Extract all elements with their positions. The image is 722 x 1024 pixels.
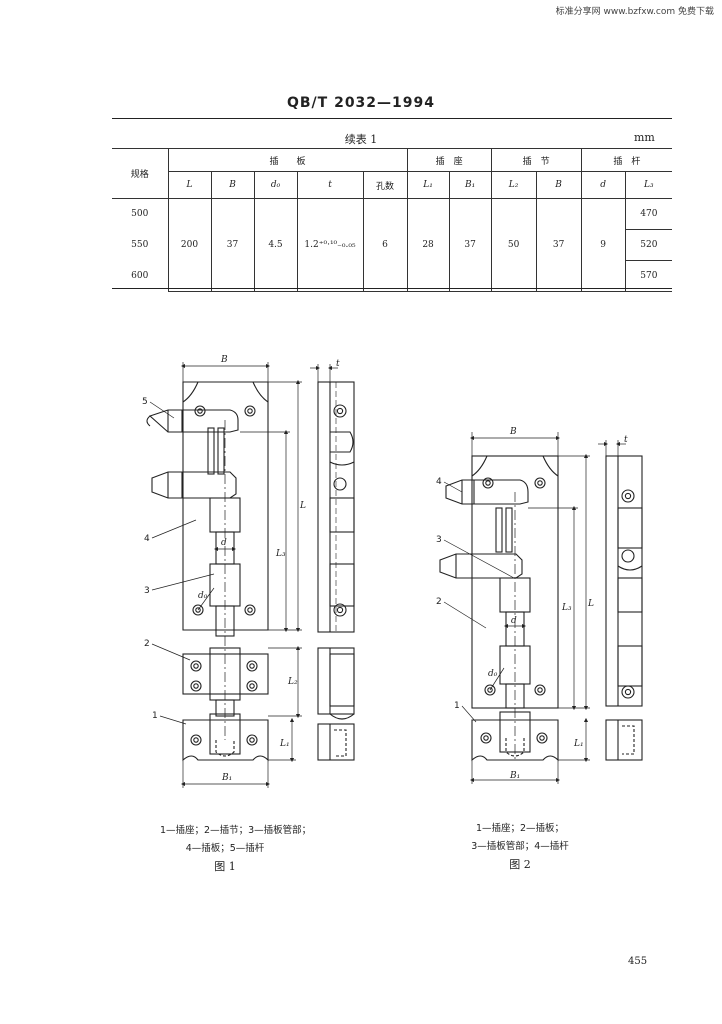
row-L3: 520 bbox=[624, 229, 673, 261]
col-t: t bbox=[296, 171, 364, 199]
fig2-dim-d: d bbox=[511, 616, 517, 626]
cell-B: 37 bbox=[210, 198, 255, 292]
figure1-front-view bbox=[146, 381, 269, 762]
spec-table: 规格 插 板 插 座 插 节 插 杆 L B d₀ t 孔数 L₁ B₁ L₂ … bbox=[112, 148, 673, 292]
fig2-dim-d0: d₀ bbox=[488, 669, 498, 679]
row-L3: 470 bbox=[624, 198, 673, 230]
col-L2: L₂ bbox=[490, 171, 537, 199]
table-unit: mm bbox=[634, 131, 655, 144]
fig1-dim-B1: B₁ bbox=[221, 773, 232, 783]
fig2-label: 图 2 bbox=[509, 858, 531, 871]
fig2-callout-2: 2 bbox=[436, 597, 442, 607]
cell-d0: 4.5 bbox=[253, 198, 298, 292]
fig1-caption-line1: 1—插座；2—插节；3—插板管部； bbox=[160, 825, 312, 836]
col-d0: d₀ bbox=[253, 171, 298, 199]
cell-B1: 37 bbox=[448, 198, 492, 292]
cell-d: 9 bbox=[580, 198, 626, 292]
col-B1: B₁ bbox=[448, 171, 492, 199]
fig2-dim-B: B bbox=[509, 427, 517, 437]
figure1-side-view bbox=[310, 364, 355, 761]
standard-code: QB/T 2032—1994 bbox=[286, 95, 436, 111]
fig2-dim-L1: L₁ bbox=[573, 739, 584, 749]
row-spec: 600 bbox=[112, 260, 169, 292]
cell-B-joint: 37 bbox=[535, 198, 582, 292]
cell-t: 1.2⁺⁰·¹⁰₋₀.₀₅ bbox=[296, 198, 364, 292]
table-title: 续表 1 bbox=[344, 133, 378, 146]
cell-L2: 50 bbox=[490, 198, 537, 292]
fig1-dim-L: L bbox=[299, 501, 306, 511]
row-L3: 570 bbox=[624, 260, 673, 292]
row-spec: 550 bbox=[112, 229, 169, 261]
fig2-callout-4: 4 bbox=[436, 477, 442, 487]
fig1-dim-L3: L₃ bbox=[275, 549, 286, 559]
fig1-dim-L2: L₂ bbox=[287, 677, 298, 687]
col-B-joint: B bbox=[535, 171, 582, 199]
fig1-callout-2: 2 bbox=[144, 639, 150, 649]
fig2-caption-line2: 3—插板管部；4—插杆 bbox=[471, 841, 569, 852]
header-spec: 规格 bbox=[112, 148, 169, 199]
fig1-dim-d: d bbox=[221, 538, 227, 548]
row-spec: 500 bbox=[112, 198, 169, 230]
fig1-dim-d0: d₀ bbox=[198, 591, 208, 601]
fig1-caption-line2: 4—插板；5—插杆 bbox=[185, 843, 265, 854]
fig1-dim-t: t bbox=[336, 359, 340, 369]
fig2-dim-L: L bbox=[587, 599, 594, 609]
col-L3: L₃ bbox=[624, 171, 673, 199]
figure2-front-view bbox=[439, 455, 559, 762]
figure2-side-view bbox=[598, 440, 643, 761]
fig2-dim-B1: B₁ bbox=[509, 771, 520, 781]
fig1-callout-1: 1 bbox=[152, 711, 158, 721]
header-bolt-plate: 插 板 bbox=[167, 148, 408, 172]
fig1-label: 图 1 bbox=[214, 860, 236, 873]
fig1-dim-L1: L₁ bbox=[279, 739, 290, 749]
fig2-dim-t: t bbox=[624, 435, 628, 445]
page-number: 455 bbox=[628, 956, 648, 967]
cell-L1: 28 bbox=[406, 198, 450, 292]
fig2-dim-L3: L₃ bbox=[561, 603, 572, 613]
fig2-callout-1: 1 bbox=[454, 701, 460, 711]
cell-holes: 6 bbox=[362, 198, 408, 292]
fig1-callout-3: 3 bbox=[144, 586, 150, 596]
watermark: 标准分享网 www.bzfxw.com 免费下载 bbox=[555, 7, 714, 17]
top-rule bbox=[112, 118, 672, 119]
fig1-callout-4: 4 bbox=[144, 534, 150, 544]
fig2-callout-3: 3 bbox=[436, 535, 442, 545]
fig2-caption-line1: 1—插座；2—插板； bbox=[475, 823, 565, 834]
bottom-rule bbox=[112, 288, 672, 289]
fig1-dim-B: B bbox=[220, 355, 228, 365]
fig1-callout-5: 5 bbox=[142, 397, 148, 407]
